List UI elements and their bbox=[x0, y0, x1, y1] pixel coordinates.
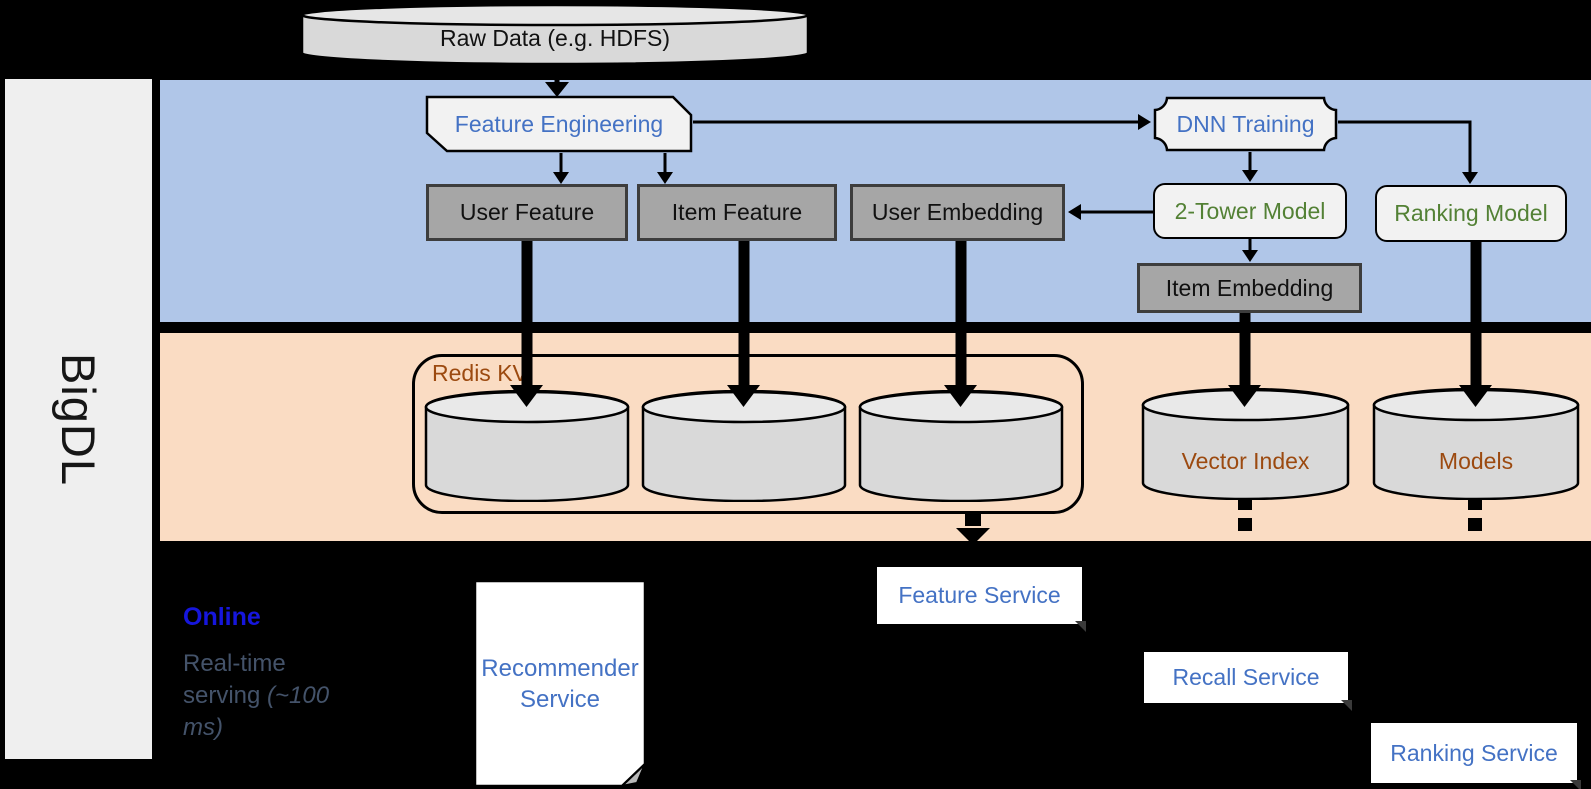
redis-shard-cylinder-3 bbox=[858, 389, 1064, 503]
item-feature-label: Item Feature bbox=[671, 199, 803, 225]
online-title: Online bbox=[183, 603, 261, 631]
plaque-shape bbox=[1153, 96, 1338, 152]
recommender-service-node: Recommender Service bbox=[473, 579, 647, 788]
user-embedding-label: User Embedding bbox=[871, 199, 1044, 225]
ranking-service-label: Ranking Service bbox=[1390, 739, 1558, 766]
feature-service-node: Feature Service bbox=[877, 567, 1086, 632]
recall-service-node: Recall Service bbox=[1144, 652, 1352, 711]
ranking-model-label: Ranking Model bbox=[1394, 200, 1548, 226]
brand-logo-text: BigDL bbox=[51, 352, 105, 486]
cylinder-shape bbox=[641, 389, 847, 503]
two-tower-model-label: 2-Tower Model bbox=[1174, 197, 1326, 224]
feature-engineering-node: Feature Engineering bbox=[425, 95, 693, 153]
page-fold-icon bbox=[1570, 780, 1581, 789]
redis-kv-label: Redis KV bbox=[432, 360, 528, 386]
sidebar-brand-panel: BigDL bbox=[5, 79, 152, 759]
snip-corner-shape bbox=[425, 95, 693, 153]
feature-service-label: Feature Service bbox=[898, 582, 1061, 608]
vector-index-label: Vector Index bbox=[1181, 447, 1310, 474]
dnn-training-label: DNN Training bbox=[1176, 110, 1315, 137]
models-store: Models bbox=[1372, 387, 1580, 501]
dnn-training-node: DNN Training bbox=[1153, 96, 1338, 152]
ranking-service-node: Ranking Service bbox=[1371, 723, 1581, 789]
redis-shard-cylinder-1 bbox=[424, 389, 630, 503]
two-tower-model-node: 2-Tower Model bbox=[1153, 183, 1347, 239]
item-embedding-node: Item Embedding bbox=[1137, 263, 1362, 313]
redis-shard-cylinder-2 bbox=[641, 389, 847, 503]
ranking-model-node: Ranking Model bbox=[1375, 185, 1567, 242]
item-feature-node: Item Feature bbox=[637, 184, 837, 241]
raw-data-label: Raw Data (e.g. HDFS) bbox=[439, 24, 671, 51]
feature-engineering-label: Feature Engineering bbox=[454, 110, 664, 137]
user-embedding-node: User Embedding bbox=[850, 184, 1065, 241]
models-label: Models bbox=[1438, 447, 1514, 474]
item-embedding-label: Item Embedding bbox=[1165, 274, 1334, 301]
page-fold-icon bbox=[1341, 700, 1352, 711]
recommender-service-label: Recommender Service bbox=[481, 654, 639, 713]
user-feature-node: User Feature bbox=[426, 184, 628, 241]
user-feature-label: User Feature bbox=[459, 199, 595, 225]
recall-service-label: Recall Service bbox=[1172, 664, 1320, 690]
cylinder-shape bbox=[858, 389, 1064, 503]
page-fold-icon bbox=[1075, 621, 1086, 632]
cylinder-shape bbox=[424, 389, 630, 503]
vector-index-store: Vector Index bbox=[1141, 387, 1350, 501]
raw-data-store: Raw Data (e.g. HDFS) bbox=[300, 2, 810, 66]
document-shape bbox=[473, 579, 647, 788]
cylinder-shape bbox=[300, 2, 810, 66]
online-description: Real-time serving (~100 ms) bbox=[183, 650, 330, 741]
